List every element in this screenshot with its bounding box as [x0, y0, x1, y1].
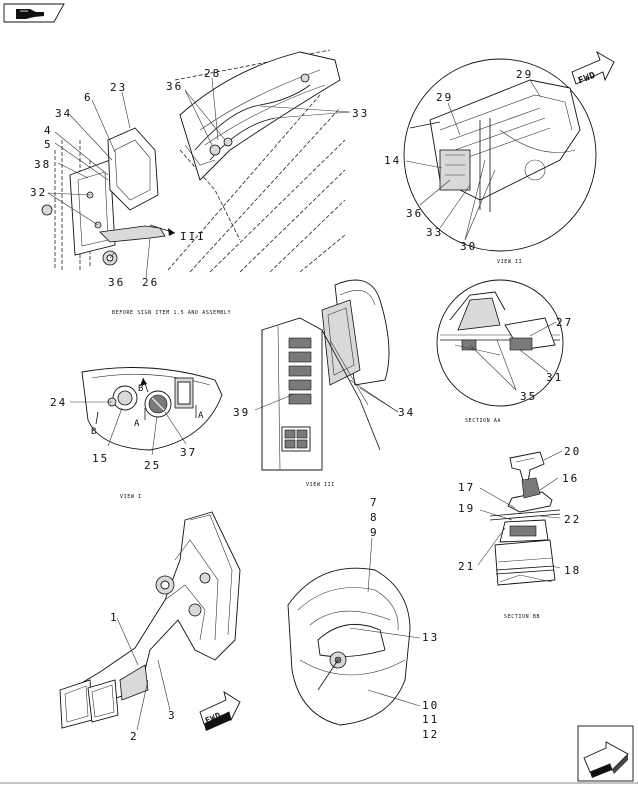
- callout-36-viewii: 36: [406, 207, 423, 220]
- fwd-arrow-bottom: FWD: [199, 691, 241, 731]
- hand-pointing-left-icon: [16, 9, 44, 19]
- callout-17: 17: [458, 481, 475, 494]
- callout-2: 2: [130, 730, 139, 743]
- callout-38: 38: [34, 158, 51, 171]
- caption-top-left: BEFORE SIGN ITEM 1.5 AND ASSEMBLY: [112, 310, 231, 316]
- caption-section-aa: SECTION AA: [465, 418, 501, 424]
- callout-24: 24: [50, 396, 67, 409]
- callout-9: 9: [370, 526, 379, 539]
- callout-18: 18: [564, 564, 581, 577]
- callout-15: 15: [92, 452, 109, 465]
- duct-assembly: FWD 1 2 3: [59, 511, 241, 743]
- callout-37: 37: [180, 446, 197, 459]
- view-iii-marker: III: [180, 230, 206, 243]
- section-a-marker-right: A: [198, 411, 204, 421]
- callout-29-mid: 29: [436, 91, 453, 104]
- callout-5: 5: [44, 138, 53, 151]
- callout-7: 7: [370, 496, 379, 509]
- callout-28: 28: [204, 67, 221, 80]
- back-button[interactable]: [3, 3, 65, 23]
- callout-11: 11: [422, 713, 439, 726]
- callout-6: 6: [84, 91, 93, 104]
- callout-32: 32: [30, 186, 47, 199]
- callout-33-viewii: 33: [426, 226, 443, 239]
- callout-26: 26: [142, 276, 159, 289]
- callout-22: 22: [564, 513, 581, 526]
- fwd-arrow-top: FWD: [571, 50, 615, 87]
- caption-view-ii: VIEW II: [497, 259, 522, 265]
- callout-8: 8: [370, 511, 379, 524]
- callout-29-top: 29: [516, 68, 533, 81]
- callout-1: 1: [110, 611, 119, 624]
- caption-section-bb: SECTION BB: [504, 614, 540, 620]
- callout-35: 35: [520, 390, 537, 403]
- caption-view-i: VIEW I: [120, 494, 142, 500]
- callout-27: 27: [556, 316, 573, 329]
- callout-19: 19: [458, 502, 475, 515]
- view-iii: 39 34 VIEW III: [233, 279, 415, 488]
- callout-34-viewiii: 34: [398, 406, 415, 419]
- callout-21: 21: [458, 560, 475, 573]
- caption-view-iii: VIEW III: [306, 482, 335, 488]
- callout-39: 39: [233, 406, 250, 419]
- section-bb: 20 16 17 19 22 21 18 SECTION BB: [458, 445, 581, 620]
- callout-14: 14: [384, 154, 401, 167]
- view-ii: FWD 29 29 14 36 33 30 VIEW II: [384, 50, 615, 265]
- callout-4: 4: [44, 124, 53, 137]
- callout-12: 12: [422, 728, 439, 741]
- callout-33-left: 33: [352, 107, 369, 120]
- callout-3: 3: [168, 709, 177, 722]
- arrow-pointing-right-icon: [583, 741, 629, 778]
- callout-16: 16: [562, 472, 579, 485]
- section-a-marker-left: A: [134, 419, 140, 429]
- section-aa: 27 31 35 SECTION AA: [436, 279, 573, 424]
- callout-10: 10: [422, 699, 439, 712]
- top-left-view: III 23 6 34 4 5 38 32 36 26 36 28 33 BEF…: [30, 49, 369, 316]
- next-button[interactable]: [577, 725, 634, 782]
- callout-31: 31: [546, 371, 563, 384]
- callout-25: 25: [144, 459, 161, 472]
- view-i: B B A A 24 15 25 37 VIEW I: [50, 367, 223, 500]
- section-b-marker-top: B: [138, 384, 144, 394]
- callout-23: 23: [110, 81, 127, 94]
- callout-20: 20: [564, 445, 581, 458]
- cover-assembly: 7 8 9 13 10 11 12: [287, 496, 439, 741]
- callout-34: 34: [55, 107, 72, 120]
- callout-36-top: 36: [166, 80, 183, 93]
- section-b-marker-bottom: B: [91, 427, 97, 437]
- callout-30: 30: [460, 240, 477, 253]
- callout-36-left: 36: [108, 276, 125, 289]
- callout-13: 13: [422, 631, 439, 644]
